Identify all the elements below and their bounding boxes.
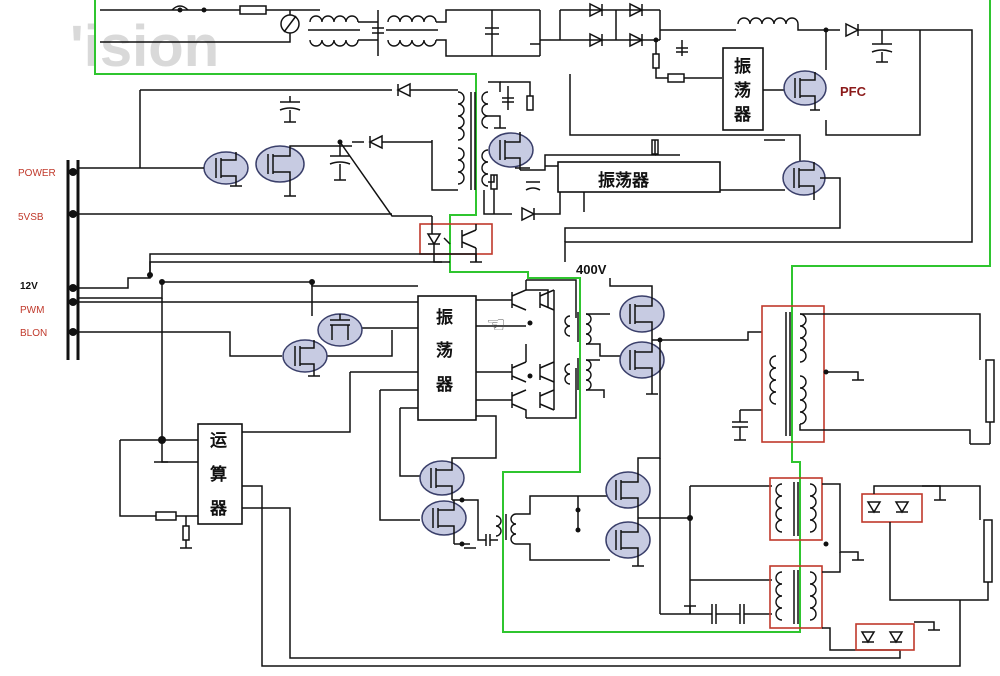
standby-osc-label: 振荡器 <box>598 170 650 191</box>
power-mosfet-2 <box>255 145 352 197</box>
400v-label: 400V <box>576 262 607 277</box>
main-power-transformer <box>761 305 981 444</box>
driver-transistors <box>476 279 577 419</box>
12v-pin-label: 12V <box>20 281 38 292</box>
mains-input-section <box>100 2 973 262</box>
standby-oscillator-block: 振荡器 <box>557 161 721 193</box>
lamp-connector-lower <box>960 519 993 601</box>
blon-pin-label: BLON <box>20 328 47 339</box>
inverter-mosfet-low <box>605 518 651 567</box>
main-osc-char-2: 荡 <box>436 341 453 361</box>
main-oscillator-block: 振 荡 器 <box>417 295 477 421</box>
lamp-connector-upper <box>970 359 995 445</box>
lower-mosfet-2 <box>421 500 467 544</box>
optocoupler-standby <box>419 216 493 263</box>
drive-transformers <box>564 312 622 398</box>
power-mosfet-1 <box>203 151 249 187</box>
optocoupler-lower-right <box>855 621 940 651</box>
pfc-osc-char-3: 器 <box>733 105 752 125</box>
standby-right-mosfet <box>564 160 841 242</box>
lower-transformer-lower <box>769 565 823 629</box>
watermark-logo: 'ision <box>70 14 219 79</box>
main-osc-char-3: 器 <box>435 375 454 395</box>
optocoupler-upper-right <box>861 485 981 601</box>
opamp-char-1: 运 <box>210 431 227 451</box>
opamp-block: 运 算 器 <box>197 423 243 525</box>
inverter-mosfet-high <box>605 340 661 518</box>
power-pin-label: POWER <box>18 168 56 179</box>
pfc-oscillator-block: 振 荡 器 <box>722 47 784 131</box>
main-osc-char-1: 振 <box>436 307 453 328</box>
pwm-pin-label: PWM <box>20 305 44 316</box>
pfc-osc-char-1: 振 <box>734 56 751 77</box>
main-mosfet-high <box>609 278 665 340</box>
isolation-boundary <box>94 0 991 633</box>
main-mosfet-low <box>619 340 665 395</box>
hand-cursor-icon: ☜ <box>486 313 506 338</box>
pfc-osc-char-2: 荡 <box>734 81 751 101</box>
lower-mosfet-1 <box>419 460 465 500</box>
lower-transformer-upper <box>769 477 823 541</box>
left-connector <box>66 160 80 360</box>
pwm-mosfet <box>317 313 363 347</box>
pfc-mosfet <box>783 70 827 111</box>
5vsb-pin-label: 5VSB <box>18 212 44 223</box>
opamp-char-3: 器 <box>209 499 228 519</box>
pfc-label: PFC <box>840 84 867 99</box>
blon-mosfet <box>282 339 328 377</box>
opamp-char-2: 算 <box>209 464 227 485</box>
